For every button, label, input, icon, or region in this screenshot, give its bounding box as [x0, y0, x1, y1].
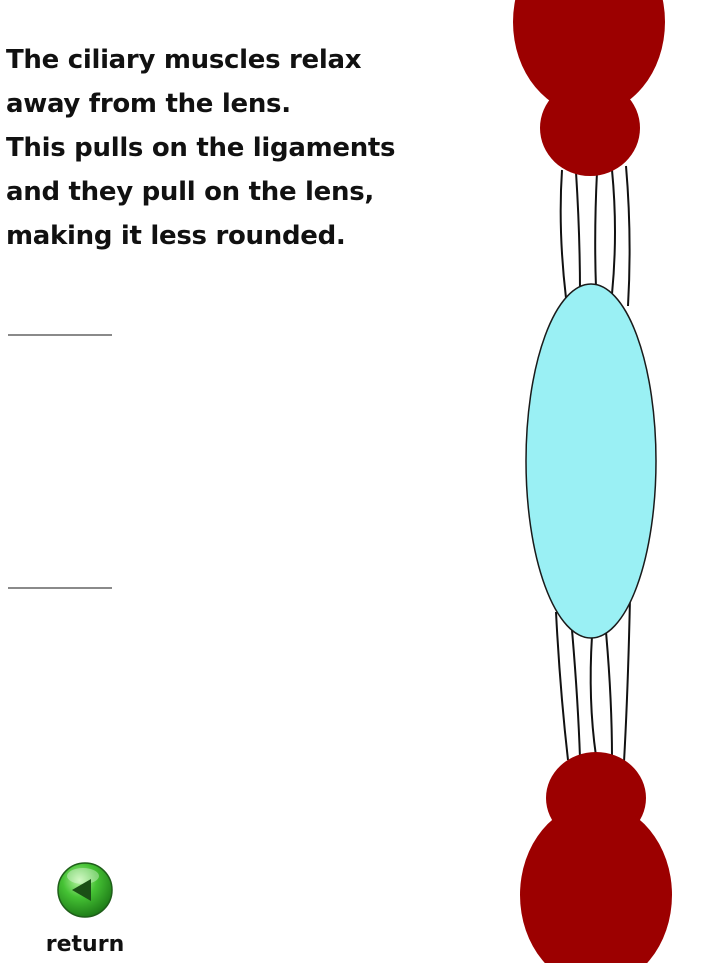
- ligament-upper-3: [594, 171, 598, 289]
- caption-line-3: This pulls on the ligaments: [6, 133, 396, 163]
- ligament-upper-2: [575, 171, 581, 293]
- lens: [525, 283, 657, 639]
- ligament-lower-1: [555, 611, 569, 761]
- caption-line-4: and they pull on the lens,: [6, 177, 374, 207]
- caption-text: The ciliary muscles relax away from the …: [6, 38, 476, 258]
- lower-muscle-body: [520, 803, 672, 963]
- lower-ciliary-muscle: [520, 752, 672, 963]
- ligament-upper-4: [611, 169, 616, 295]
- upper-ciliary-muscle: [513, 0, 665, 176]
- ligament-lower-2: [571, 629, 581, 759]
- caption-line-1: The ciliary muscles relax: [6, 45, 362, 75]
- return-button[interactable]: return: [30, 860, 140, 960]
- ligament-lower-4: [605, 631, 613, 759]
- upper-suspensory-ligaments: [559, 165, 631, 307]
- green-left-arrow-icon: [57, 862, 113, 918]
- upper-muscle-body: [513, 0, 665, 114]
- upper-muscle-tip: [540, 80, 640, 176]
- caption-line-2: away from the lens.: [6, 89, 291, 119]
- ligament-lower-5: [623, 597, 631, 763]
- answer-blank-line-1: [8, 334, 112, 336]
- eye-lens-diagram: [513, 0, 672, 963]
- ligament-upper-5: [625, 165, 631, 307]
- return-label: return: [45, 932, 125, 957]
- ligament-lower-3: [589, 635, 597, 757]
- answer-blank-line-2: [8, 587, 112, 589]
- lower-suspensory-ligaments: [555, 597, 631, 763]
- ligament-upper-1: [559, 169, 567, 299]
- caption-line-5: making it less rounded.: [6, 221, 346, 251]
